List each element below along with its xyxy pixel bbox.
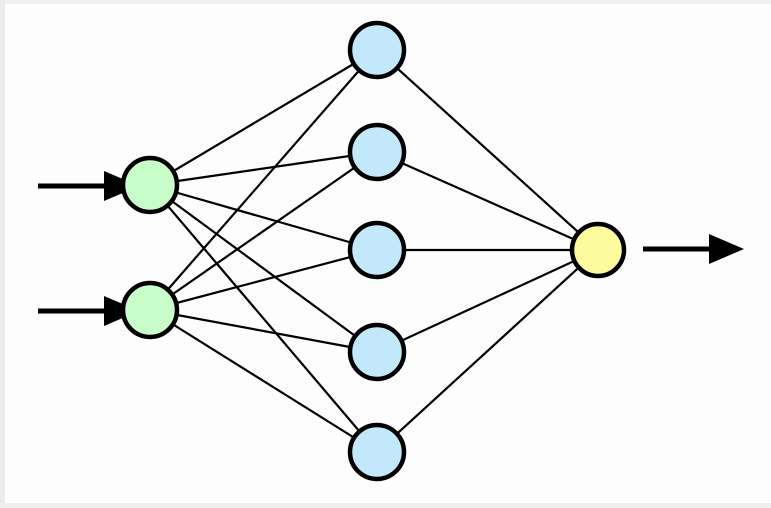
edge-i2-h5	[149, 309, 378, 453]
edge-h1-o1	[376, 49, 599, 251]
arrows-group	[38, 171, 744, 326]
edge-i1-h1	[149, 49, 378, 186]
edge-i2-h4	[149, 308, 378, 354]
edge-i2-h3	[149, 248, 378, 312]
edge-h2-o1	[376, 150, 599, 252]
edge-i1-h5	[149, 184, 378, 453]
edge-h4-o1	[376, 249, 599, 353]
hidden-node-5[interactable]	[347, 422, 407, 482]
edge-i2-h2	[149, 151, 378, 311]
edge-h5-o1	[376, 249, 599, 453]
canvas-bottom-edge	[0, 503, 771, 508]
edge-i1-h4	[149, 184, 378, 353]
hidden-node-4[interactable]	[347, 322, 407, 382]
edge-i1-h2	[149, 150, 378, 187]
output-node-1[interactable]	[569, 221, 627, 279]
input-node-2[interactable]	[120, 280, 180, 340]
edge-i1-h3	[149, 183, 378, 252]
edges-group	[149, 49, 599, 453]
nodes-group	[120, 20, 627, 482]
hidden-node-2[interactable]	[347, 122, 407, 182]
canvas-top-edge	[0, 0, 771, 4]
input-node-1[interactable]	[120, 155, 180, 215]
canvas-left-edge	[0, 0, 5, 508]
hidden-node-3[interactable]	[347, 220, 407, 280]
hidden-node-1[interactable]	[347, 20, 407, 80]
edge-i2-h1	[149, 49, 378, 311]
